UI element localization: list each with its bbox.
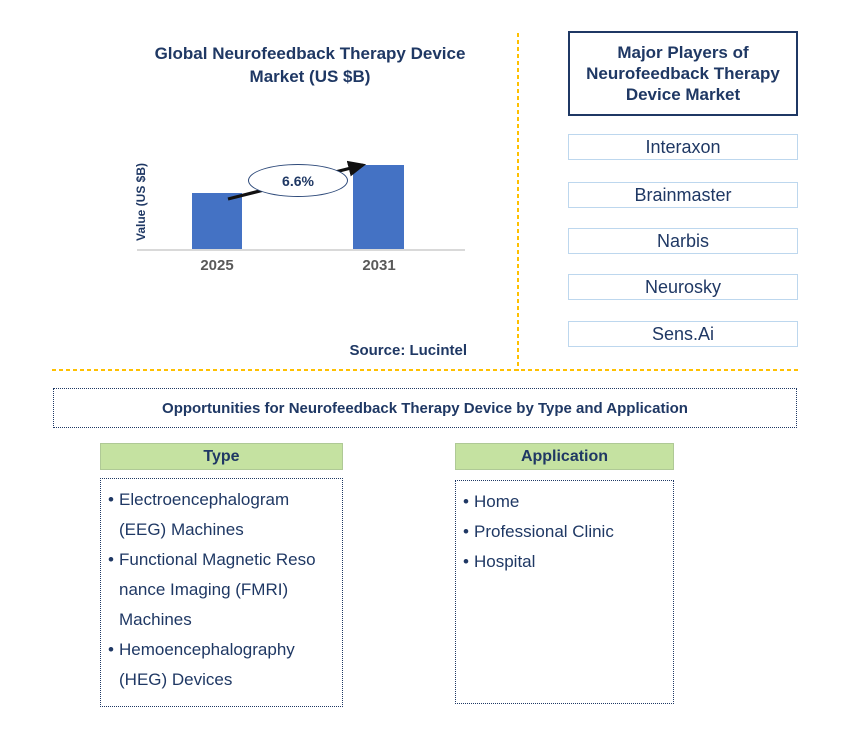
opportunities-banner: Opportunities for Neurofeedback Therapy … [53,388,797,428]
list-item-text: Functional Magnetic Reso [119,550,316,569]
list-item: • Home [456,487,673,517]
list-item-text: Hospital [474,552,536,571]
list-item: • Electroencephalogram [101,485,342,515]
player-box-brainmaster: Brainmaster [568,182,798,208]
bullet-icon: • [108,640,114,659]
type-column-header: Type [100,443,343,470]
application-column-header: Application [455,443,674,470]
x-tick-2025: 2025 [200,257,234,274]
growth-rate-value: 6.6% [282,172,314,189]
chart-title-line-2: Market (US $B) [249,67,371,86]
chart-title: Global Neurofeedback Therapy Device Mark… [110,42,510,88]
list-item-text: (EEG) Machines [119,520,244,539]
bullet-icon: • [108,490,114,509]
player-box-neurosky: Neurosky [568,274,798,300]
list-item-text: Electroencephalogram [119,490,290,509]
bullet-icon: • [463,492,469,511]
list-item: nance Imaging (FMRI) [101,575,342,605]
list-item-text: Home [474,492,520,511]
section-divider-horizontal [52,369,798,371]
bullet-icon: • [108,550,114,569]
chart-plot-area [137,155,465,251]
type-column-list: • Electroencephalogram (EEG) Machines • … [100,478,343,707]
chart-title-line-1: Global Neurofeedback Therapy Device [154,44,466,63]
growth-rate-badge: 6.6% [248,164,348,197]
list-item: Machines [101,605,342,635]
bar-2031 [353,165,404,249]
list-item-text: (HEG) Devices [119,670,233,689]
list-item: (EEG) Machines [101,515,342,545]
list-item: • Hemoencephalography [101,635,342,665]
list-item-text: Machines [119,610,192,629]
player-box-sensai: Sens.Ai [568,321,798,347]
player-box-narbis: Narbis [568,228,798,254]
source-note: Source: Lucintel [349,342,467,359]
application-column-list: • Home • Professional Clinic • Hospital [455,480,674,704]
list-item-text: Professional Clinic [474,522,614,541]
bar-2025 [192,193,242,249]
major-players-title: Major Players of Neurofeedback Therapy D… [568,31,798,116]
list-item: • Professional Clinic [456,517,673,547]
bullet-icon: • [463,522,469,541]
list-item: • Hospital [456,547,673,577]
list-item: • Functional Magnetic Reso [101,545,342,575]
list-item-text: nance Imaging (FMRI) [119,580,289,599]
x-tick-2031: 2031 [362,257,396,274]
section-divider-vertical [517,33,519,371]
bullet-icon: • [463,552,469,571]
list-item: (HEG) Devices [101,665,342,695]
player-box-interaxon: Interaxon [568,134,798,160]
list-item-text: Hemoencephalography [119,640,295,659]
